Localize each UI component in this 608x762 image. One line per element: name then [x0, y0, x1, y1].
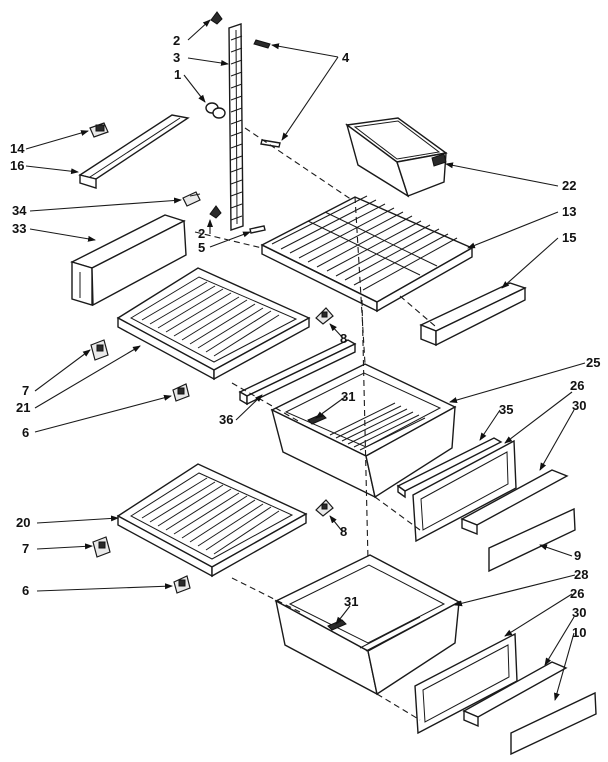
- callout-16: 16: [10, 158, 24, 173]
- drawer-part-28: [274, 554, 461, 696]
- ladder-bottom-cap-part: [209, 205, 222, 219]
- trim-part-30-lower: [462, 661, 568, 728]
- clip-part-14: [89, 122, 109, 138]
- rail-part-35: [396, 437, 503, 499]
- rail-part-36: [238, 339, 357, 406]
- callout-22: 22: [562, 178, 576, 193]
- trim-part-15: [419, 282, 527, 347]
- callout-9: 9: [574, 548, 581, 563]
- drawer-front-part-26-upper: [412, 439, 517, 543]
- shelf-support-part-7-lower: [92, 536, 111, 558]
- callout-25: 25: [586, 355, 600, 370]
- trim-part-33: [70, 214, 187, 307]
- shelf-support-part-8-upper: [315, 307, 334, 325]
- ladder-spacer-part: [205, 102, 226, 119]
- callout-20: 20: [16, 515, 30, 530]
- callout-35: 35: [499, 402, 513, 417]
- callout-10: 10: [572, 625, 586, 640]
- wire-shelf-part-13: [260, 195, 474, 313]
- callout-30-upper: 30: [572, 398, 586, 413]
- callout-8-upper: 8: [340, 331, 347, 346]
- trim-part-16: [78, 114, 190, 189]
- trim-part-10: [510, 691, 597, 756]
- callout-30-lower: 30: [572, 605, 586, 620]
- callout-31-lower: 31: [344, 594, 358, 609]
- pin-part: [249, 225, 266, 234]
- callout-6-upper: 6: [22, 425, 29, 440]
- screw-upper-part: [253, 39, 271, 49]
- glass-shelf-part-20: [116, 463, 308, 578]
- shelf-support-part-7-upper: [90, 339, 109, 361]
- callout-28: 28: [574, 567, 588, 582]
- bracket-part-34: [182, 191, 201, 207]
- callout-2-bottom: 2: [198, 226, 205, 241]
- callout-5: 5: [198, 240, 205, 255]
- callout-7-upper: 7: [22, 383, 29, 398]
- callout-labels: 2 3 1 4 14 16 34 33 2 5 22 13 15 8 7 21 …: [10, 33, 600, 640]
- callout-36: 36: [219, 412, 233, 427]
- callout-26-upper: 26: [570, 378, 584, 393]
- callout-6-lower: 6: [22, 583, 29, 598]
- callout-34: 34: [12, 203, 27, 218]
- callout-8-lower: 8: [340, 524, 347, 539]
- crisper-drawer-part-25: [270, 363, 457, 499]
- trim-part-30-upper: [460, 469, 569, 536]
- glass-shelf-part-21: [116, 267, 311, 381]
- bin-part-22: [345, 117, 448, 198]
- callout-31-upper: 31: [341, 389, 355, 404]
- ladder-top-cap-part: [210, 11, 223, 25]
- callout-13: 13: [562, 204, 576, 219]
- callout-33: 33: [12, 221, 26, 236]
- shelf-support-part-6-upper: [172, 383, 190, 402]
- trim-part-9: [488, 507, 576, 573]
- callout-21: 21: [16, 400, 30, 415]
- callout-4: 4: [342, 50, 350, 65]
- callout-1: 1: [174, 67, 181, 82]
- shelf-ladder-part: [228, 23, 244, 231]
- callout-15: 15: [562, 230, 576, 245]
- shelf-support-part-6-lower: [173, 575, 191, 594]
- shelf-support-part-8-lower: [315, 499, 334, 517]
- callout-3: 3: [173, 50, 180, 65]
- callout-14: 14: [10, 141, 25, 156]
- callout-2-top: 2: [173, 33, 180, 48]
- callout-26-lower: 26: [570, 586, 584, 601]
- leader-lines: [25, 19, 586, 701]
- callout-7-lower: 7: [22, 541, 29, 556]
